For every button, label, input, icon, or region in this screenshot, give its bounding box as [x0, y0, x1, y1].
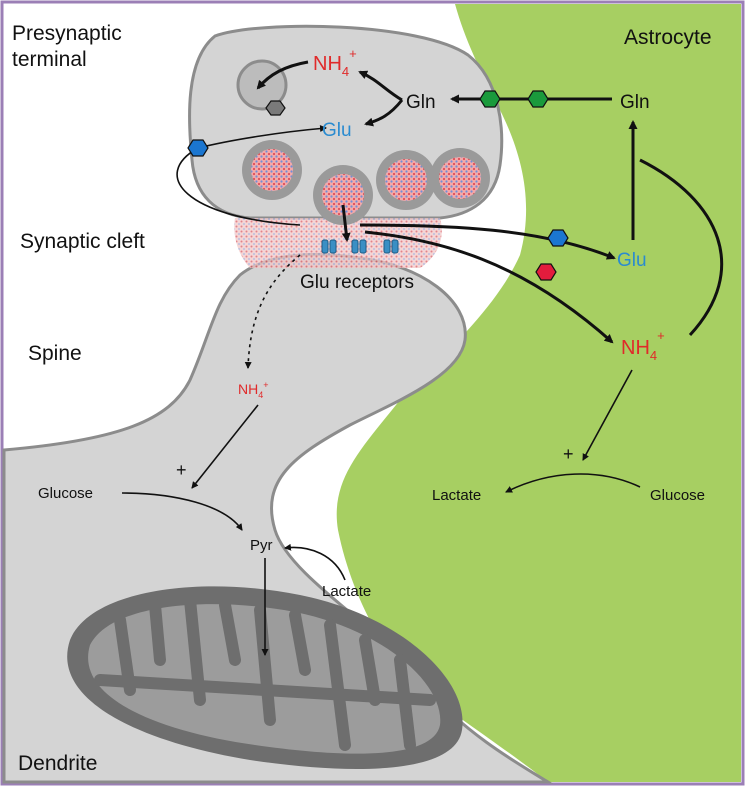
- presynaptic-gln-label: Gln: [406, 92, 436, 113]
- receptor: [321, 239, 329, 254]
- glu-reuptake-path: [176, 147, 301, 226]
- spine-glucose-label: Glucose: [38, 485, 93, 502]
- nh4-transporter-hex: [535, 263, 557, 281]
- astrocyte-plus-sign: +: [563, 444, 574, 464]
- nh4-to-mito-arrow: [256, 60, 309, 90]
- astrocyte-nh4-label: NH4+: [621, 328, 665, 363]
- astrocyte-glucose-label: Glucose: [650, 487, 705, 504]
- glu-transporter-hex: [187, 139, 209, 157]
- synaptic-cleft-region: [234, 218, 442, 268]
- pyruvate-label: Pyr: [250, 537, 273, 554]
- spine-label: Spine: [28, 342, 82, 365]
- presynaptic-label-line1: Presynaptic: [12, 22, 122, 45]
- lactate-to-pyr-arrow: [284, 543, 346, 581]
- gln-to-glu-arrow: [364, 99, 404, 127]
- spine-plus-sign: +: [176, 460, 187, 480]
- receptor: [359, 239, 367, 254]
- receptor: [383, 239, 391, 254]
- glu-uptake-arrow: [359, 223, 616, 260]
- astrocyte-gln-label: Gln: [620, 92, 650, 113]
- spine-lactate-label: Lactate: [322, 583, 371, 600]
- glu-reuptake-arrow: [197, 125, 327, 149]
- glu-receptors-label: Glu receptors: [300, 272, 414, 293]
- dendrite-label: Dendrite: [18, 752, 97, 775]
- gln-to-nh4-arrow: [358, 70, 403, 102]
- receptor: [329, 239, 337, 254]
- spine-nh4-arrow: [191, 404, 259, 489]
- release-arrow: [341, 204, 351, 242]
- presynaptic-nh4-label: NH4+: [313, 46, 357, 79]
- thin-arrows: [121, 125, 641, 656]
- synaptic-cleft-label: Synaptic cleft: [20, 230, 145, 253]
- astro-nh4-arrow: [582, 369, 633, 461]
- glu-transporter-hex: [547, 229, 569, 247]
- receptor: [351, 239, 359, 254]
- nh4-uptake-arrow: [364, 230, 614, 344]
- spine-nh4-label: NH4+: [238, 380, 269, 400]
- gln-transporter-hex: [479, 90, 501, 108]
- glucose-to-pyr-arrow: [121, 492, 243, 531]
- enzyme-hex: [265, 100, 286, 116]
- presynaptic-label-line2: terminal: [12, 48, 87, 71]
- astrocyte-region: [336, 4, 741, 782]
- astro-glucose-to-lactate-arrow: [505, 473, 641, 493]
- astrocyte-lactate-label: Lactate: [432, 487, 481, 504]
- nh4-to-gln-curve: [639, 158, 724, 337]
- synaptic-vesicles: [242, 140, 490, 225]
- dendrite-mitochondrion: [67, 586, 463, 769]
- nh4-diffusion-arrow: [244, 254, 301, 369]
- presynaptic-glu-label: Glu: [322, 120, 352, 141]
- gln-transporter-hex: [527, 90, 549, 108]
- glu-receptors: [321, 239, 399, 254]
- transporters: [187, 90, 569, 281]
- pathway-arrows: [256, 60, 724, 344]
- receptor: [391, 239, 399, 254]
- astrocyte-label: Astrocyte: [624, 26, 712, 49]
- astrocyte-glu-label: Glu: [617, 250, 647, 271]
